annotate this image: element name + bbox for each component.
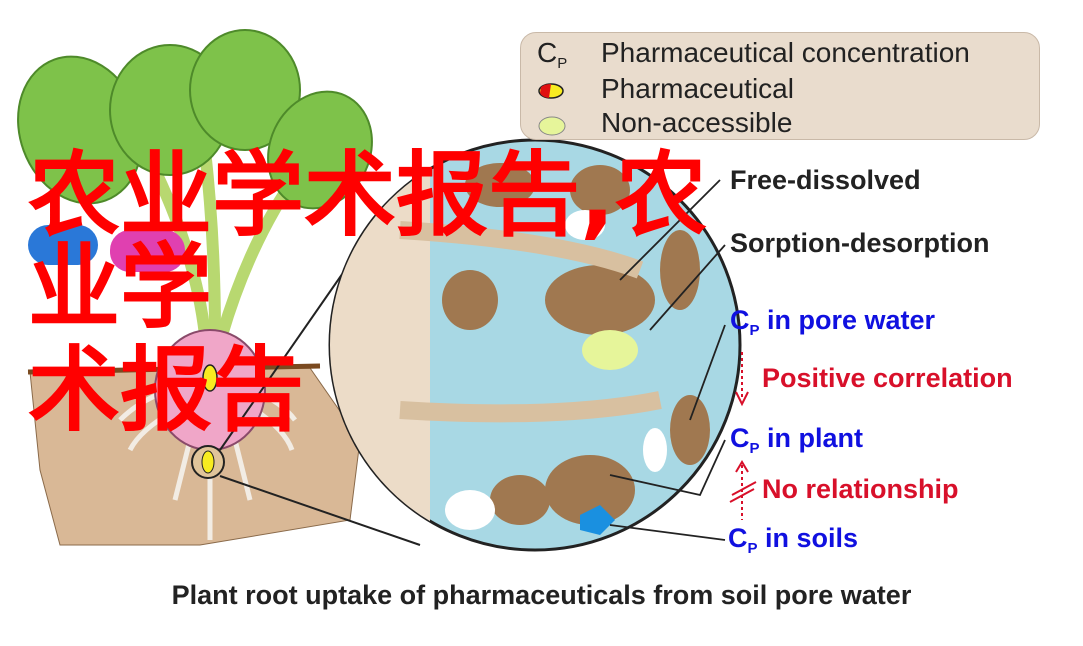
figure-caption: Plant root uptake of pharmaceuticals fro…	[171, 580, 912, 610]
legend-label: Pharmaceutical concentration	[601, 37, 970, 68]
label-text: in soils	[757, 523, 859, 553]
legend: CP Pharmaceutical concentration Pharmace…	[520, 32, 1040, 140]
label-free-dissolved: Free-dissolved	[730, 165, 921, 195]
label-text: in pore water	[759, 305, 936, 335]
pharmaceutical-capsule-icon	[538, 83, 564, 99]
pharmaceutical-in-bulb	[202, 364, 218, 392]
cp-subscript: P	[747, 540, 758, 557]
cp-subscript: P	[749, 440, 760, 457]
label-cp-pore-water: CP in pore water	[730, 305, 935, 339]
watermark-line-1: 农业学术报告,农业学	[28, 142, 707, 341]
cp-letter: C	[730, 423, 750, 453]
cp-letter: C	[537, 37, 558, 68]
capsule-pink-icon	[110, 230, 185, 272]
label-text: in plant	[759, 423, 864, 453]
watermark-line-2: 术报告	[28, 337, 305, 444]
cp-symbol: CP	[537, 37, 567, 72]
label-no-relationship: No relationship	[762, 474, 959, 504]
legend-label: Pharmaceutical	[601, 73, 794, 104]
label-cp-plant: CP in plant	[730, 423, 863, 457]
no-relationship-arrow-icon	[729, 460, 757, 503]
label-sorption-desorption: Sorption-desorption	[730, 228, 990, 258]
positive-correlation-arrow-icon	[735, 391, 749, 407]
non-accessible-ellipse-icon	[538, 116, 566, 136]
cp-subscript: P	[557, 55, 568, 72]
capsule-blue-icon	[28, 225, 98, 265]
label-positive-correlation: Positive correlation	[762, 363, 1013, 393]
label-cp-soils: CP in soils	[728, 523, 858, 557]
legend-label: Non-accessible	[601, 107, 793, 138]
cp-subscript: P	[749, 322, 760, 339]
non-accessible-region	[582, 330, 638, 370]
plant-leaves	[17, 29, 373, 210]
cp-letter: C	[728, 523, 748, 553]
cp-letter: C	[730, 305, 750, 335]
sorbing-mineral-icon	[580, 505, 615, 535]
